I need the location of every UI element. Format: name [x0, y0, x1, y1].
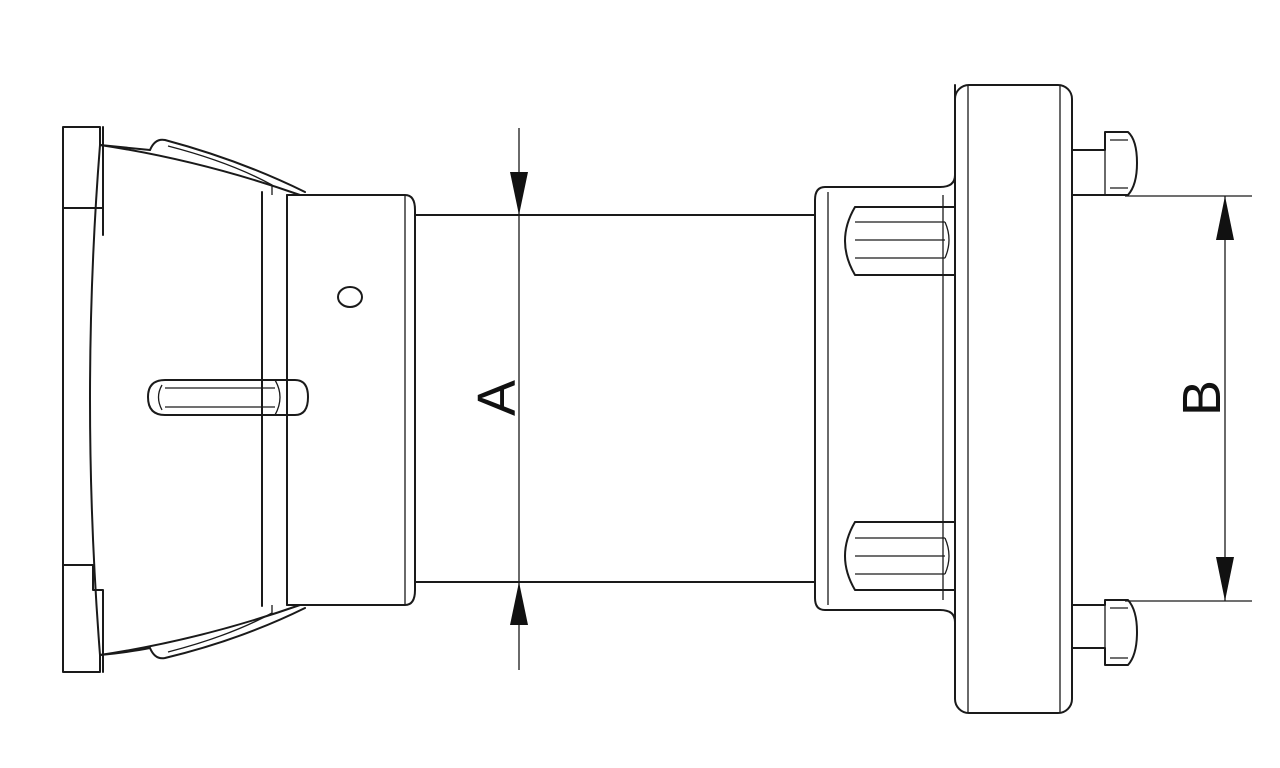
tube: [414, 214, 816, 583]
arrow-down-icon: [510, 172, 528, 215]
left-coupling: [62, 126, 416, 673]
arrow-up-icon: [1216, 196, 1234, 240]
dimension-a: A: [467, 128, 528, 670]
arrow-down-icon: [1216, 557, 1234, 601]
dimension-b: B: [1125, 195, 1252, 602]
right-flange: [814, 84, 1138, 714]
dimension-label-b: B: [1172, 380, 1232, 416]
hole: [337, 286, 363, 308]
arrow-up-icon: [510, 582, 528, 625]
dimension-label-a: A: [467, 380, 527, 416]
pin: [147, 379, 309, 416]
